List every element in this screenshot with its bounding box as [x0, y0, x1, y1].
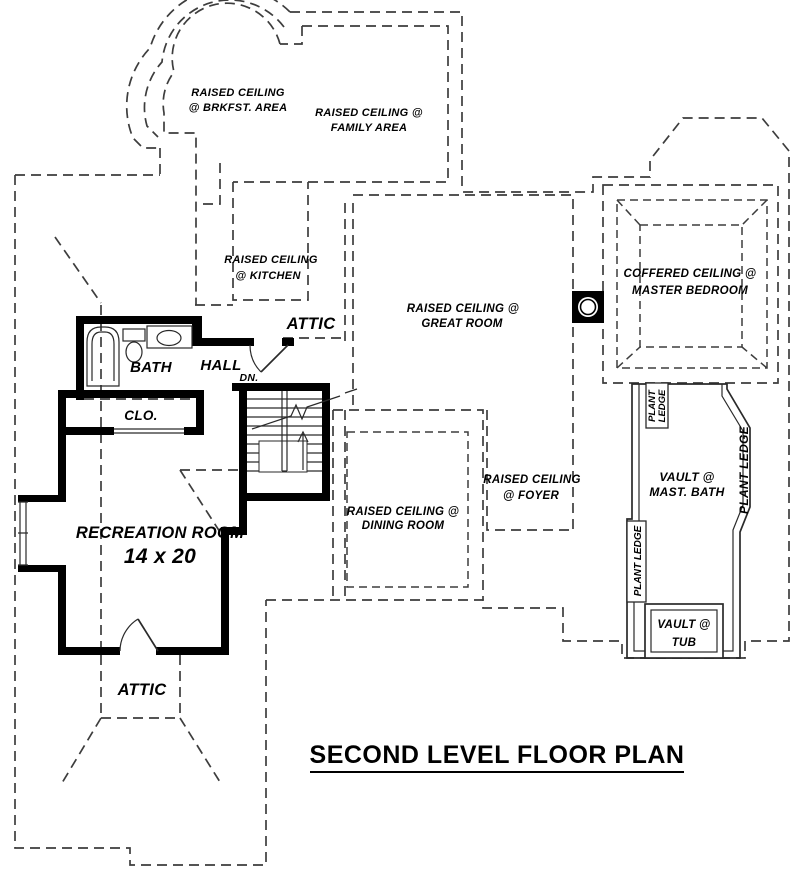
staircase [247, 388, 358, 473]
foyer-label-line1: RAISED CEILING [483, 474, 581, 486]
svg-text:PLANT LEDGE: PLANT LEDGE [633, 525, 644, 596]
plant-ledge-label-right: PLANT LEDGE [737, 425, 751, 514]
bath-label: BATH [130, 359, 173, 376]
master-bedroom-coffered-outline [602, 184, 779, 384]
recreation-window [18, 501, 28, 566]
recreation-label-line2: 14 x 20 [124, 545, 196, 568]
plant-ledge-label-left: PLANT LEDGE [633, 525, 644, 596]
plant-ledge-box-left [626, 520, 647, 603]
breakfast-label-line2: @ BRKFST. AREA [189, 102, 288, 114]
breakfast-bay-outline [125, 0, 303, 305]
plant-ledge-label-top: PLANT LEDGE [647, 389, 668, 422]
great-room-label-line2: GREAT ROOM [421, 318, 502, 330]
dining-room-outline [332, 409, 484, 600]
attic-lower-label: ATTIC [117, 681, 168, 699]
svg-text:PLANT: PLANT [647, 389, 658, 422]
vault-tub-label-line1: VAULT @ [657, 619, 710, 631]
family-label-line2: FAMILY AREA [331, 122, 407, 134]
closet-door [114, 428, 184, 434]
kitchen-label-line2: @ KITCHEN [235, 270, 301, 282]
foyer-outline [486, 410, 573, 531]
vanity-sink-icon [146, 325, 193, 349]
svg-text:PLANT LEDGE: PLANT LEDGE [737, 425, 751, 514]
dining-label-line2: DINING ROOM [362, 520, 445, 532]
bath-fixtures [86, 325, 193, 387]
hall-label: HALL [200, 357, 241, 374]
master-bath-label-line1: VAULT @ [659, 470, 714, 484]
interior-roof-lines [54, 236, 239, 655]
vault-tub-outline [644, 603, 724, 659]
interior-walls [18, 316, 330, 655]
shower-icon [86, 326, 120, 387]
master-bath-label-line2: MAST. BATH [649, 485, 724, 499]
family-area-outline [233, 11, 463, 192]
closet-label: CLO. [124, 408, 157, 423]
toilet-icon [122, 328, 146, 342]
great-room-outline [344, 194, 574, 600]
room-labels: RAISED CEILING @ BRKFST. AREA RAISED CEI… [76, 87, 757, 699]
master-bay-outline [462, 117, 790, 193]
vault-tub-label-line2: TUB [672, 637, 697, 649]
foyer-label-line2: @ FOYER [503, 490, 560, 502]
dining-label-line1: RAISED CEILING @ [347, 506, 460, 518]
fireplace-chimney [572, 291, 604, 323]
kitchen-outline [195, 182, 347, 339]
attic-upper-label: ATTIC [286, 315, 337, 333]
great-room-label-line1: RAISED CEILING @ [407, 303, 520, 315]
lower-attic-outline [61, 655, 221, 784]
family-label-line1: RAISED CEILING @ [315, 107, 423, 119]
recreation-label-line1: RECREATION ROOM [76, 524, 245, 542]
plant-ledge-box-top [645, 382, 669, 429]
recreation-door [119, 618, 159, 652]
kitchen-label-line1: RAISED CEILING [224, 254, 318, 266]
stairs-down-label: DN. [240, 372, 259, 384]
svg-text:LEDGE: LEDGE [657, 389, 668, 422]
master-bedroom-label-line1: COFFERED CEILING @ [624, 268, 757, 280]
master-bedroom-label-line2: MASTER BEDROOM [632, 285, 748, 297]
plan-title: SECOND LEVEL FLOOR PLAN [310, 741, 685, 773]
plan-title-text: SECOND LEVEL FLOOR PLAN [310, 741, 685, 769]
breakfast-label-line1: RAISED CEILING [191, 87, 285, 99]
hall-attic-door [249, 344, 289, 373]
outer-roof-outline [14, 148, 790, 866]
